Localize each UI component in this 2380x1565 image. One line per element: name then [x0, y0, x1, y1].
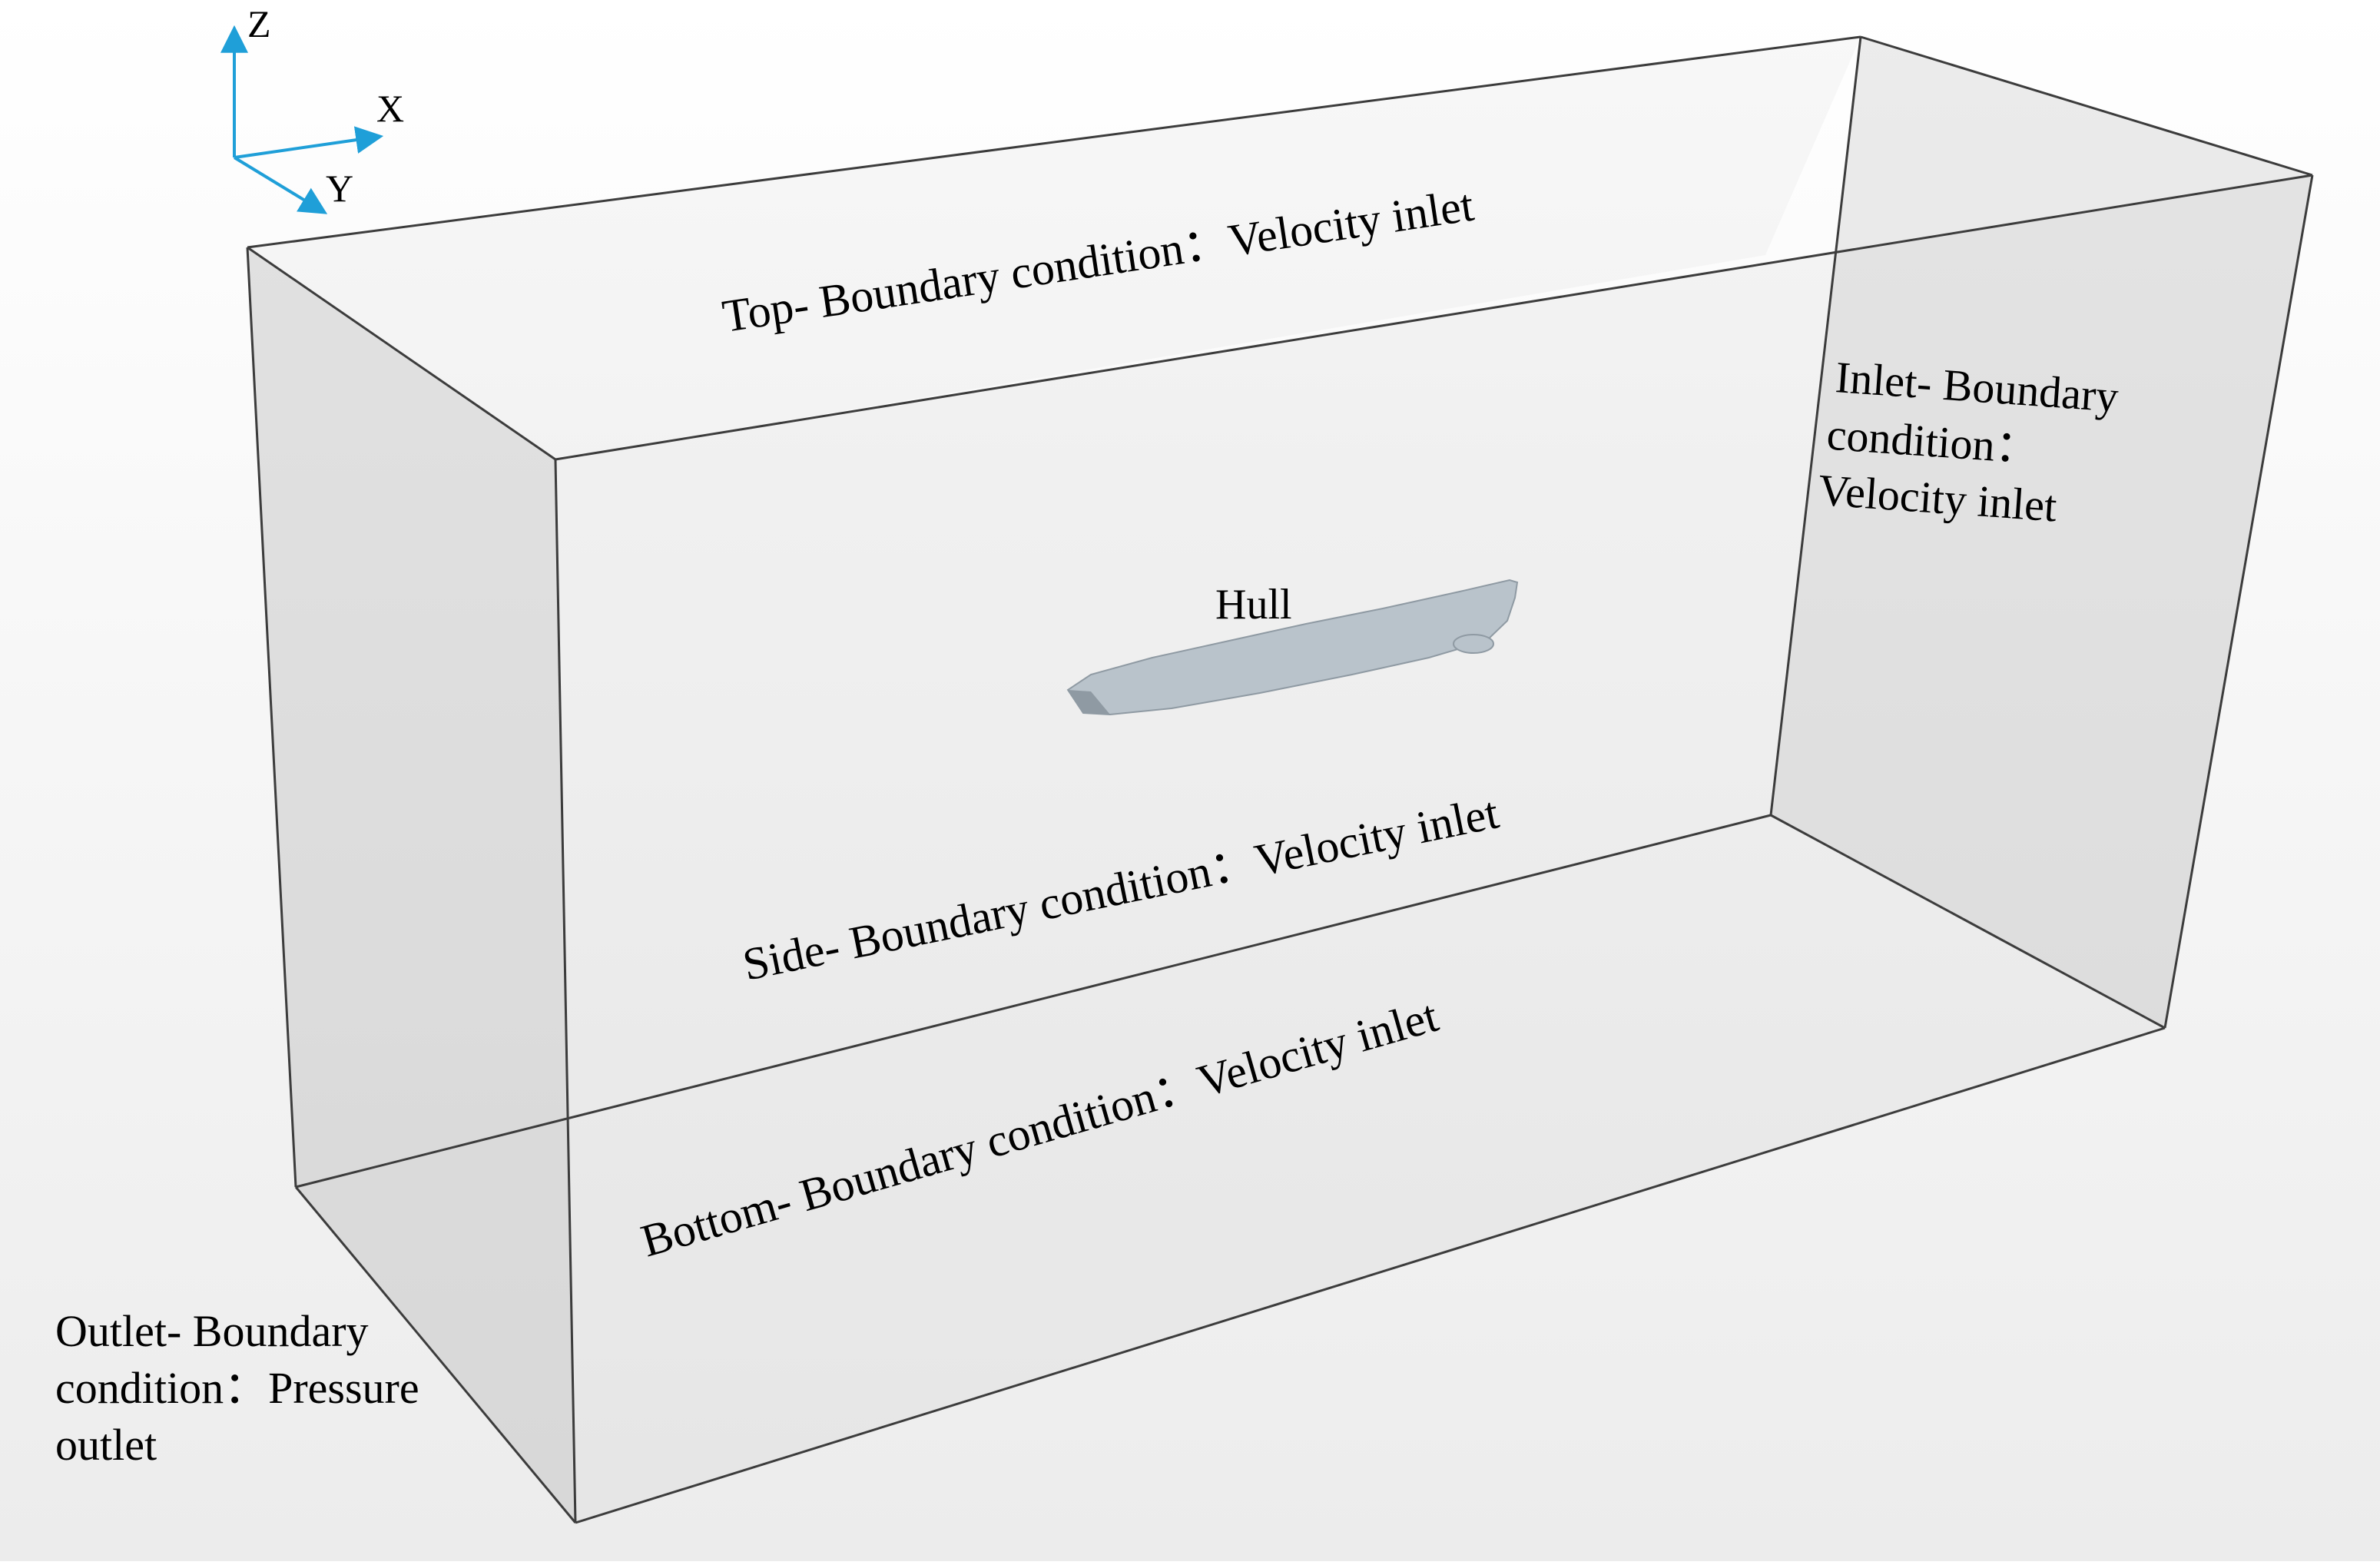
hull-label: Hull [1215, 581, 1292, 628]
x-axis-label: X [376, 87, 404, 130]
edge-front-right-vertical [2163, 174, 2314, 1029]
domain-faces [247, 37, 2312, 1523]
edge-top-left [247, 246, 556, 461]
edge-top-front [555, 174, 2313, 461]
outlet-face [247, 247, 575, 1523]
edge-top-right [1860, 35, 2313, 177]
outlet-label-line1: Outlet- Boundary [55, 1306, 369, 1356]
outlet-boundary-label: Outlet- Boundary condition：Pressure outl… [55, 1306, 419, 1470]
edge-back-right-vertical [1769, 36, 1862, 816]
hull-bulbous-bow [1453, 634, 1494, 654]
side-face [555, 175, 2312, 1523]
edge-bottom-back [295, 814, 1772, 1189]
axis-triad [220, 25, 384, 214]
y-axis-arrow [233, 156, 328, 214]
outlet-label-line2: condition：Pressure [55, 1363, 419, 1413]
edge-bottom-front [575, 1026, 2166, 1524]
edge-bottom-right [1770, 814, 2166, 1030]
inlet-face [1771, 37, 2312, 1028]
z-axis-label: Z [247, 2, 271, 45]
hull-transom [1068, 690, 1110, 715]
hull-model [1066, 579, 1519, 716]
edge-top-back [247, 35, 1861, 249]
edge-front-left-vertical [554, 459, 577, 1524]
outlet-label-line3: outlet [55, 1420, 157, 1470]
domain-edges [246, 35, 2314, 1524]
x-axis-arrow [234, 126, 384, 159]
hull-body [1066, 579, 1519, 716]
edge-bottom-left [294, 1186, 577, 1524]
top-face [247, 37, 1861, 459]
edge-back-left-vertical [246, 247, 297, 1188]
y-axis-label: Y [326, 167, 353, 210]
